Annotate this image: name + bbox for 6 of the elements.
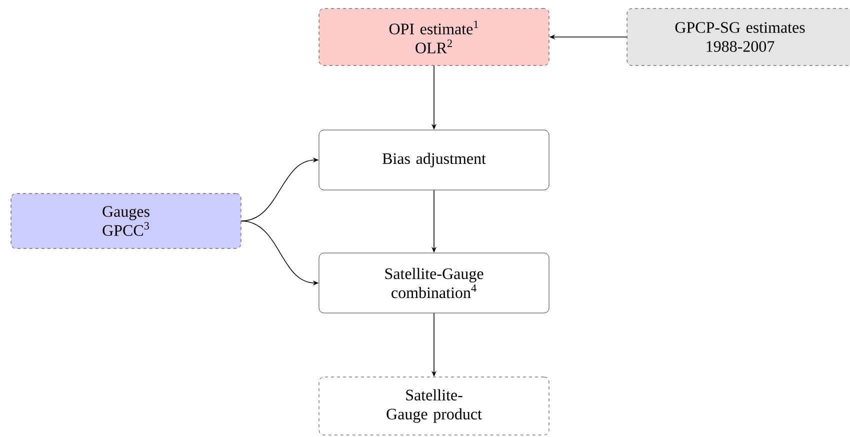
source-box: OPI estimate$^{1}$ OLR$^{2}$	[318, 8, 550, 66]
source-box: Gauges GPCC$^{3}$	[10, 193, 242, 249]
process-box: Satellite-Gauge combination$^{4}$	[318, 252, 550, 314]
output-box: Satellite- Gauge product	[318, 376, 550, 436]
process-box: Bias adjustment	[318, 130, 550, 190]
source-box: GPCP-SG estimates 1988-2007	[626, 8, 850, 66]
